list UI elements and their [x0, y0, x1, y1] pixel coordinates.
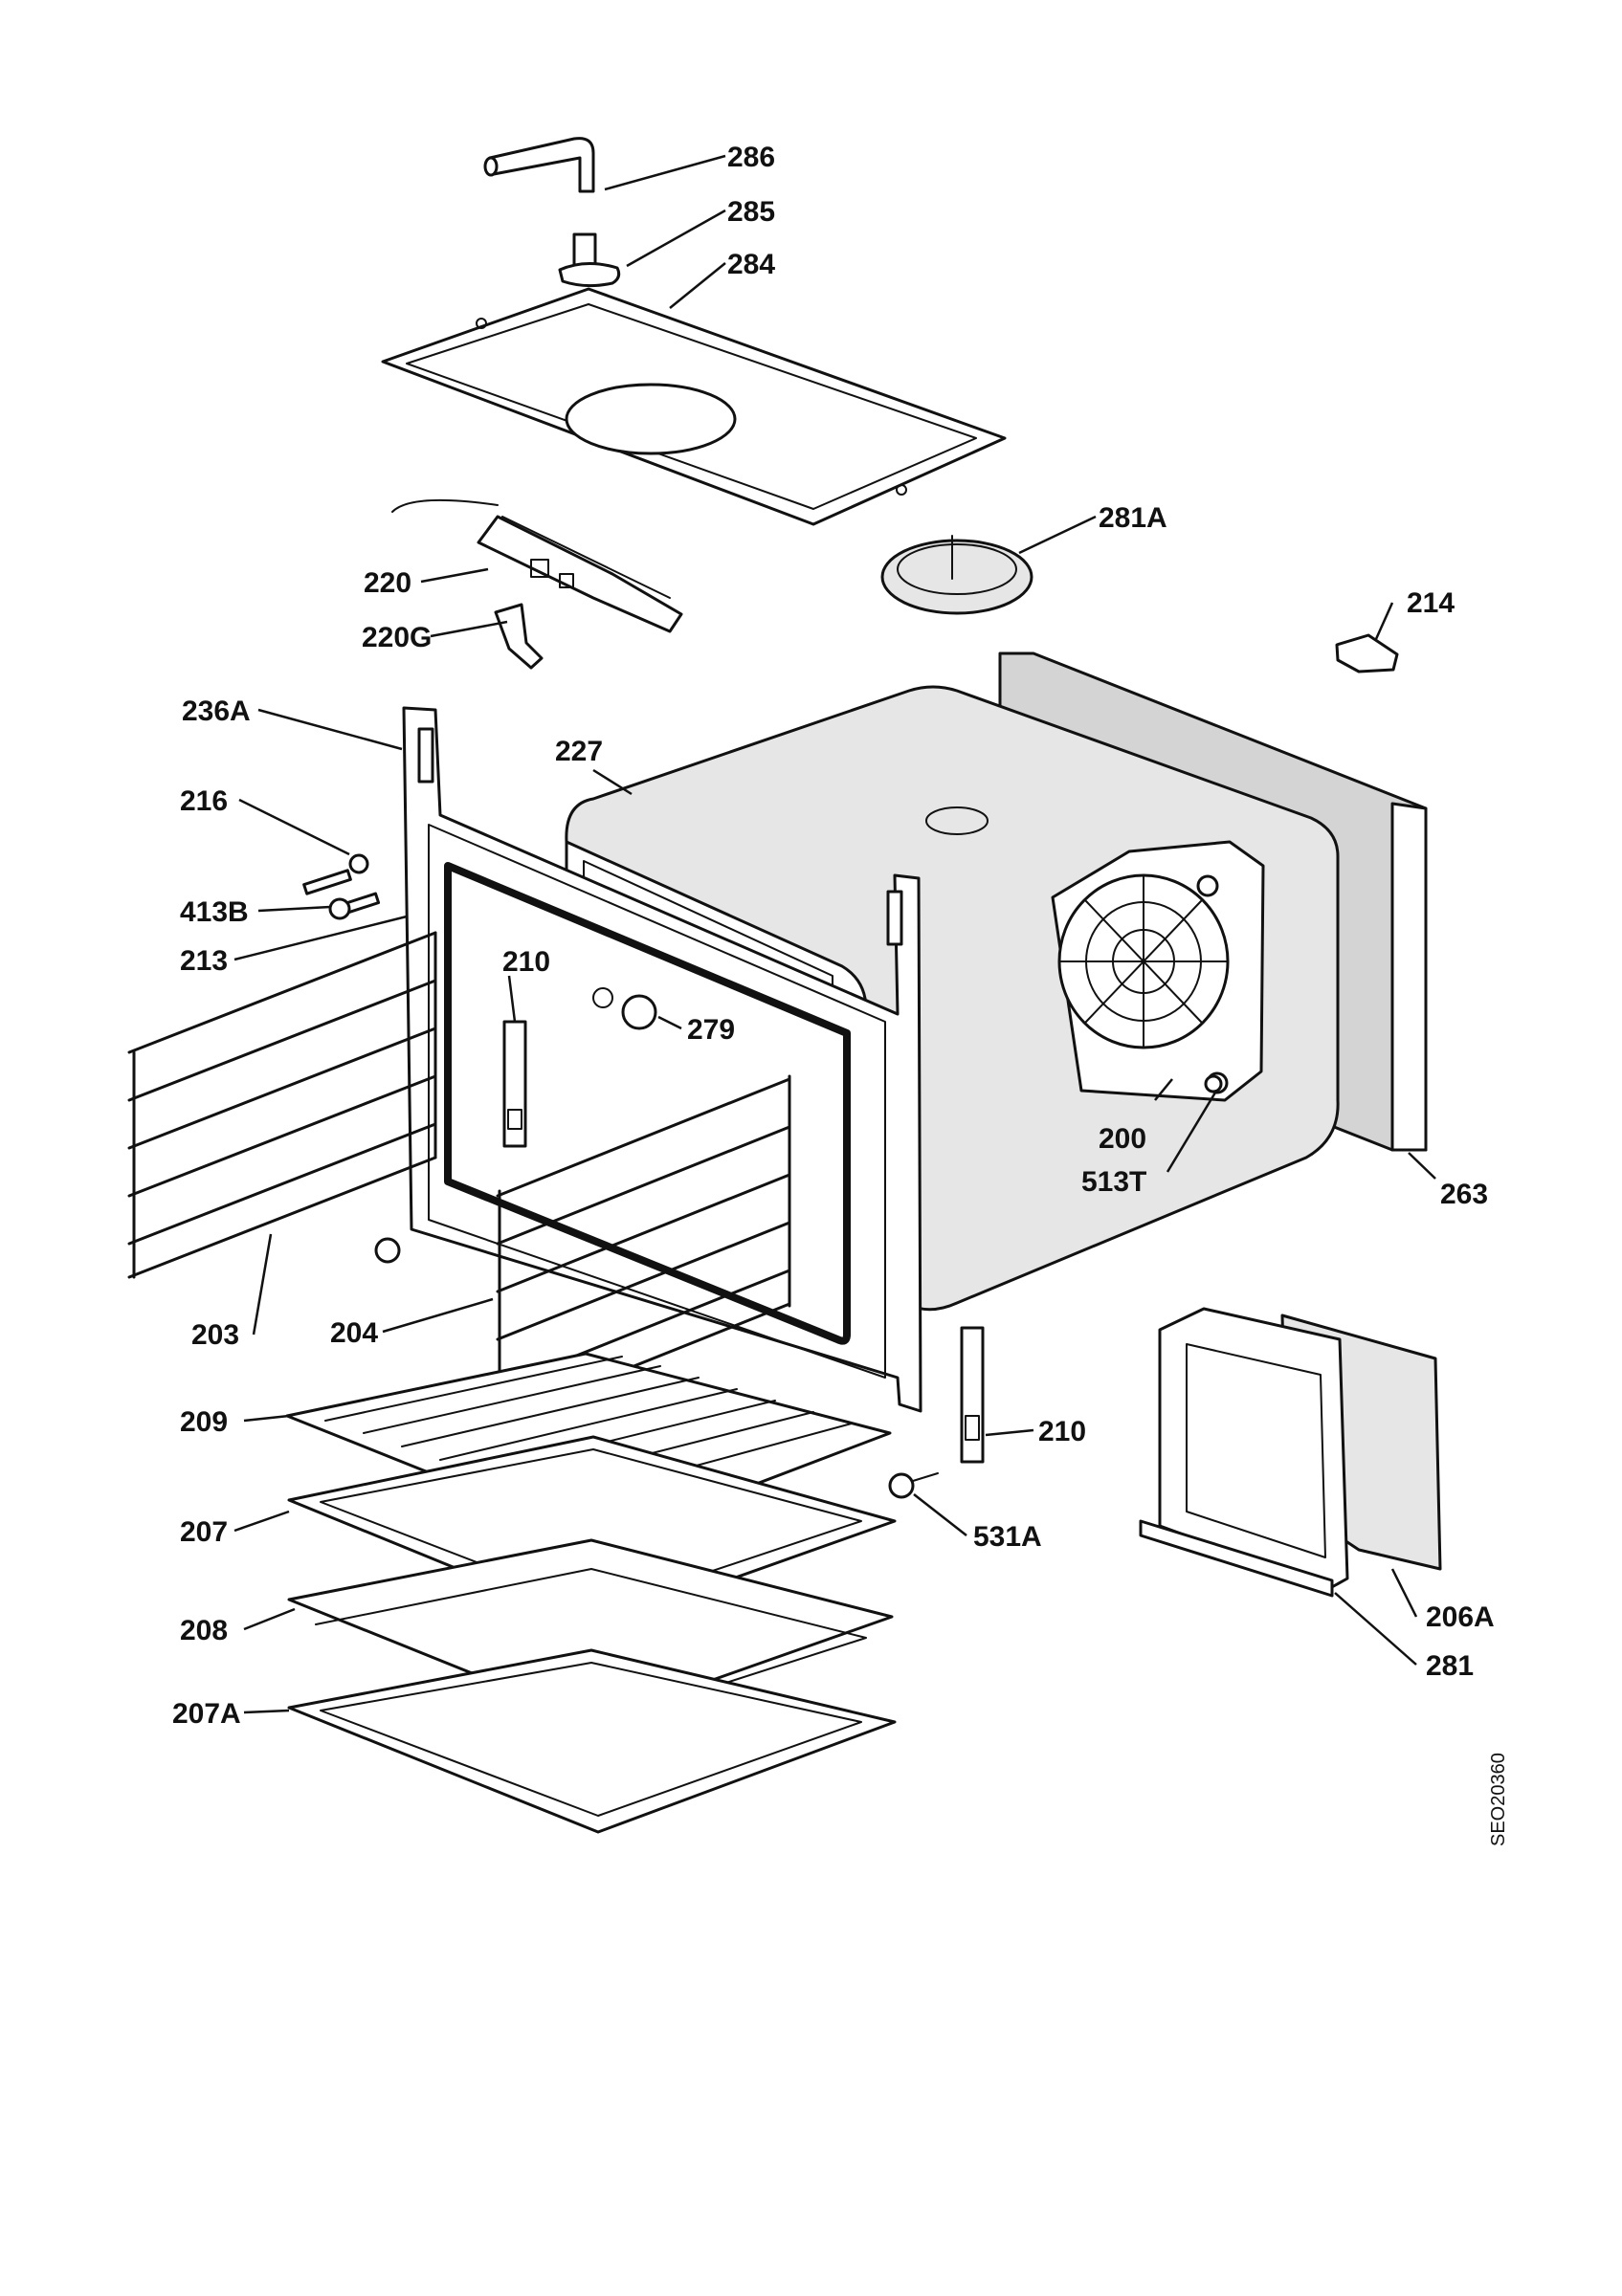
callout-213: 213	[180, 945, 228, 977]
callout-214: 214	[1407, 587, 1455, 619]
callout-281: 281	[1426, 1650, 1474, 1682]
part-203-side-rack-left	[127, 931, 437, 1279]
part-236A-front-frame	[402, 706, 922, 1413]
part-gasket	[444, 862, 851, 1345]
callout-279: 279	[687, 1014, 735, 1046]
part-285-connector	[558, 232, 621, 288]
callout-200: 200	[1099, 1123, 1146, 1155]
callout-285: 285	[727, 196, 775, 228]
callout-413B: 413B	[180, 896, 249, 928]
part-284-top-panel	[381, 287, 1007, 526]
part-281A-fan-cover	[880, 535, 1033, 615]
callout-207A: 207A	[172, 1698, 241, 1730]
callout-220G: 220G	[362, 622, 432, 653]
callout-210-lower: 210	[1038, 1416, 1086, 1447]
callout-227: 227	[555, 736, 603, 767]
part-531A-screw	[888, 1472, 939, 1499]
part-207A-flat-tray	[287, 1648, 897, 1834]
callout-531A: 531A	[973, 1521, 1042, 1553]
callout-281A: 281A	[1099, 502, 1167, 534]
part-214-clip	[1335, 633, 1399, 673]
drawing-reference-code: SEO20360	[1488, 1753, 1509, 1846]
callout-206A: 206A	[1426, 1601, 1495, 1633]
callout-286: 286	[727, 142, 775, 173]
callout-204: 204	[330, 1317, 378, 1349]
callout-208: 208	[180, 1615, 228, 1646]
part-220-bracket	[391, 498, 683, 633]
part-206A-filter-frame	[1139, 1307, 1442, 1598]
part-fan-assembly	[1051, 840, 1265, 1102]
leader-lines	[233, 154, 1436, 1714]
part-210-bracket-upper	[502, 1020, 527, 1148]
part-286-pipe	[483, 137, 595, 193]
part-279-lamp	[592, 987, 657, 1030]
callout-263: 263	[1440, 1179, 1488, 1210]
callout-labels: 286 285 284 281A 220 220G 214 236A 227 2…	[172, 142, 1495, 1730]
callout-203: 203	[191, 1319, 239, 1351]
part-210-bracket-lower	[960, 1326, 985, 1464]
callout-210-upper: 210	[502, 946, 550, 978]
part-screws-left	[302, 853, 1223, 1264]
callout-209: 209	[180, 1406, 228, 1438]
callout-284: 284	[727, 249, 775, 280]
callout-216: 216	[180, 785, 228, 817]
callout-220: 220	[364, 567, 411, 599]
part-220G-clip	[494, 603, 544, 670]
callout-207: 207	[180, 1516, 228, 1548]
callout-236A: 236A	[182, 695, 251, 727]
callout-513T: 513T	[1081, 1166, 1146, 1198]
